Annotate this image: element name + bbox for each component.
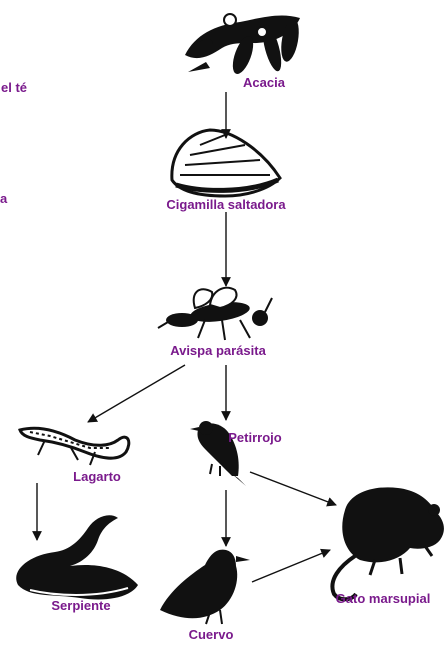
side-text-2: a — [0, 192, 7, 206]
possum-illustration — [332, 487, 444, 599]
label-leafhopper: Cigamilla saltadora — [166, 198, 285, 212]
label-crow: Cuervo — [189, 628, 234, 642]
acacia-illustration — [185, 14, 302, 77]
crow-illustration — [160, 550, 250, 624]
label-snake: Serpiente — [51, 599, 110, 613]
leafhopper-illustration — [172, 130, 280, 196]
label-lizard: Lagarto — [73, 470, 121, 484]
label-wasp: Avispa parásita — [170, 344, 266, 358]
lizard-illustration — [20, 428, 129, 465]
arrow-wasp-to-lizard — [88, 365, 185, 422]
arrow-robin-to-possum — [250, 472, 336, 505]
wasp-illustration — [158, 288, 272, 340]
side-text-1: el té — [1, 81, 27, 95]
label-acacia: Acacia — [243, 76, 285, 90]
arrow-crow-to-possum — [252, 550, 330, 582]
label-robin: Petirrojo — [228, 431, 281, 445]
snake-illustration — [16, 515, 138, 599]
label-possum: Gato marsupial — [336, 592, 431, 606]
